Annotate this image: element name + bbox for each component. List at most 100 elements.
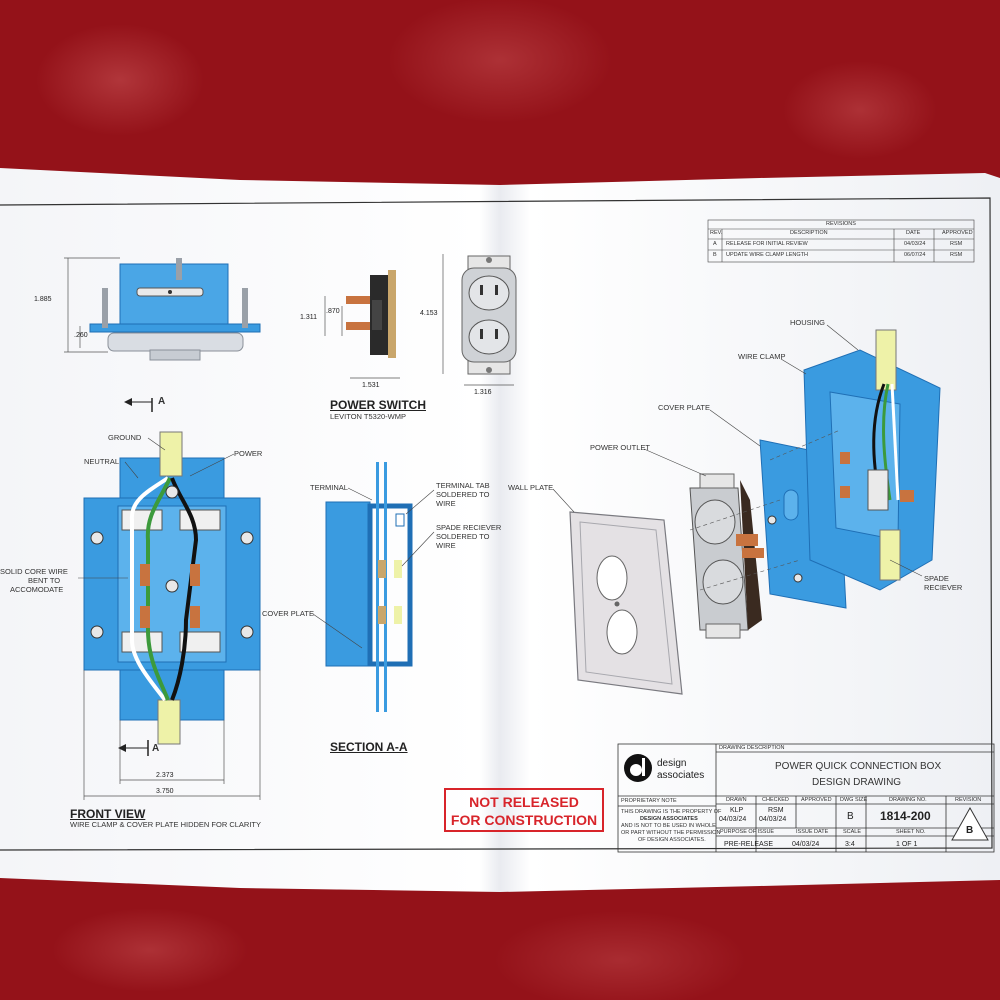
label-solid-core-wire-1: SOLID CORE WIRE (0, 567, 68, 576)
sheet-border (0, 197, 993, 851)
label-wire-clamp: WIRE CLAMP (738, 352, 786, 361)
proprietary-text-1: THIS DRAWING IS THE PROPERTY OF (621, 809, 722, 815)
not-released-stamp: NOT RELEASED FOR CONSTRUCTION (444, 788, 604, 832)
sheet-value: 1 OF 1 (896, 841, 918, 848)
label-spade-receiver-1: SPADE (924, 574, 949, 583)
dimension-top-height: 1.885 (34, 296, 52, 303)
stamp-line-1: NOT RELEASED (469, 794, 579, 810)
revisions-header-rev: REV. (710, 230, 723, 236)
approved-label: APPROVED (801, 797, 832, 803)
label-wall-plate: WALL PLATE (508, 483, 554, 492)
dimension-top-base: .260 (74, 332, 88, 339)
revision-table-grid (707, 219, 975, 263)
checked-by: RSM (768, 807, 784, 814)
scale-value: 3:4 (845, 841, 855, 848)
dimension-outlet-width: 1.316 (474, 389, 492, 396)
dimension-front-inner: 2.373 (156, 772, 174, 779)
label-spade-section-2: SOLDERED TO (436, 532, 490, 541)
revision-row-a-date: 04/03/24 (904, 241, 926, 247)
revision-row-b-rev: B (713, 252, 717, 258)
checked-date: 04/03/24 (759, 816, 787, 823)
top-view-housing (89, 258, 261, 361)
stamp-line-2: FOR CONSTRUCTION (450, 812, 598, 828)
company-name-line-2: associates (657, 770, 705, 781)
dwg-size: B (847, 811, 854, 822)
front-view-title: FRONT VIEW (70, 807, 146, 821)
label-spade-section-1: SPADE RECIEVER (436, 523, 502, 532)
title-block-grid (617, 743, 995, 853)
issue-date-label: ISSUE DATE (796, 829, 829, 835)
drawn-by: KLP (730, 807, 744, 814)
sheet-label: SHEET NO. (896, 829, 926, 835)
label-terminal-tab-1: TERMINAL TAB (436, 481, 490, 490)
top-view-dimension-lines (64, 257, 120, 353)
revisions-header-approved: APPROVED (942, 230, 973, 236)
label-terminal-tab-2: SOLDERED TO (436, 490, 490, 499)
exploded-assembly-lines (689, 429, 841, 591)
drawn-date: 04/03/24 (719, 816, 747, 823)
power-outlet-drawing (689, 473, 764, 639)
label-terminal-tab-3: WIRE (436, 499, 456, 508)
proprietary-label: PROPRIETARY NOTE (621, 798, 677, 804)
dimension-switch-h1: 1.311 (300, 314, 317, 321)
front-view-note: WIRE CLAMP & COVER PLATE HIDDEN FOR CLAR… (70, 820, 262, 829)
label-cover-plate: COVER PLATE (658, 403, 710, 412)
revision-row-a-desc: RELEASE FOR INITIAL REVIEW (726, 241, 808, 247)
checked-label: CHECKED (762, 797, 789, 803)
revision-row-b-date: 06/07/24 (904, 252, 926, 258)
revisions-header-description: DESCRIPTION (790, 230, 828, 236)
proprietary-text-5: OF DESIGN ASSOCIATES. (638, 837, 706, 843)
wall-plate-drawing (569, 511, 683, 695)
dimension-switch-width: 1.531 (362, 382, 380, 389)
power-switch-drawing (346, 270, 396, 358)
section-arrow-top (124, 398, 153, 412)
revision-triangle (951, 806, 989, 841)
dimension-switch-h2: .870 (326, 308, 340, 315)
front-view-drawing (83, 431, 261, 745)
label-ground: GROUND (108, 433, 142, 442)
label-solid-core-wire-2: BENT TO (28, 576, 61, 585)
section-title: SECTION A-A (330, 740, 408, 754)
revision-row-b-approved: RSM (950, 252, 963, 258)
drawing-description-line-1: POWER QUICK CONNECTION BOX (775, 761, 942, 772)
label-power: POWER (234, 449, 263, 458)
revision-label: REVISION (955, 797, 982, 803)
issue-date: 04/03/24 (792, 841, 820, 848)
power-switch-model: LEVITON T5320-WMP (330, 412, 406, 421)
drawing-description-line-2: DESIGN DRAWING (812, 777, 902, 788)
proprietary-text-3: AND IS NOT TO BE USED IN WHOLE (621, 823, 716, 829)
dimension-front-outer: 3.750 (156, 788, 174, 795)
section-arrow-bottom (118, 740, 149, 756)
purpose-label: PURPOSE OF ISSUE (720, 829, 775, 835)
section-marker-bottom: A (152, 743, 160, 754)
drawing-no-label: DRAWING NO. (889, 797, 927, 803)
dimension-outlet-height: 4.153 (420, 310, 438, 317)
label-housing: HOUSING (790, 318, 826, 327)
revision-row-b-desc: UPDATE WIRE CLAMP LENGTH (726, 252, 809, 258)
drawn-label: DRAWN (726, 797, 747, 803)
label-spade-section-3: WIRE (436, 541, 456, 550)
proprietary-text-2: DESIGN ASSOCIATES (640, 816, 698, 822)
label-spade-receiver-2: RECIEVER (924, 583, 963, 592)
drawing-description-label: DRAWING DESCRIPTION (719, 745, 785, 751)
revisions-title: REVISIONS (826, 221, 856, 227)
revision-row-a-approved: RSM (950, 241, 963, 247)
revision-row-a-rev: A (713, 241, 717, 247)
label-power-outlet: POWER OUTLET (590, 443, 651, 452)
dwg-size-label: DWG SIZE (840, 797, 868, 803)
purpose-value: PRE-RELEASE (724, 841, 774, 848)
front-view-dimensions (83, 670, 261, 800)
section-marker-top: A (158, 396, 166, 407)
leader-lines (78, 324, 923, 649)
housing-drawing (803, 329, 941, 591)
drawing-number: 1814-200 (880, 809, 931, 823)
label-terminal: TERMINAL (310, 483, 348, 492)
revisions-header-date: DATE (906, 230, 921, 236)
outlet-front-drawing (461, 255, 517, 375)
company-logo (624, 754, 652, 782)
power-switch-title: POWER SWITCH (330, 398, 426, 412)
section-drawing (325, 462, 413, 712)
scale-label: SCALE (843, 829, 862, 835)
outlet-dimensions (442, 254, 514, 386)
